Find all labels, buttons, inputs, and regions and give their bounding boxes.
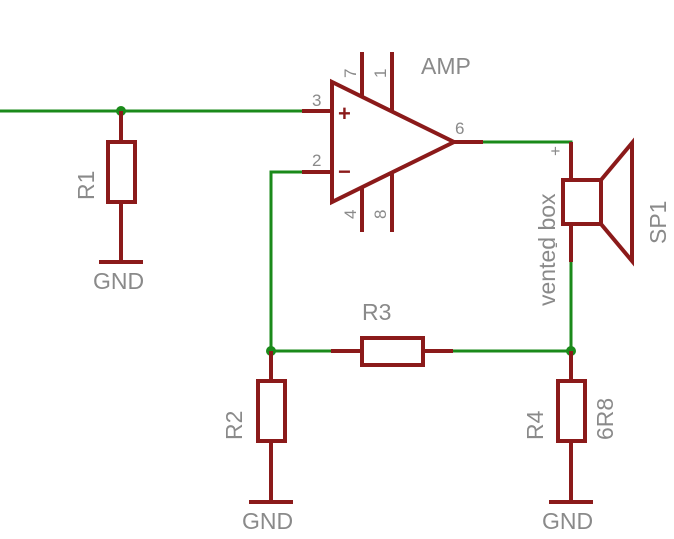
pin-label-2: 2 [312,151,321,170]
r1-name: R1 [73,171,99,200]
resistor-r2: R2 [221,351,287,502]
speaker-name: SP1 [645,201,671,244]
op-amp-plus-sign: + [338,101,351,126]
r2-body [256,379,287,443]
ground-r2: GND [242,500,293,534]
speaker-minus-sign: - [546,242,565,248]
r4-value: 6R8 [592,398,618,440]
op-amp-name: AMP [421,53,471,79]
r3-body [360,336,425,367]
pin-label-8: 8 [371,210,390,219]
ground-label: GND [93,268,144,294]
pin-label-7: 7 [341,69,360,78]
resistor-r1: R1 [73,111,137,262]
feedback-wire [269,170,302,351]
speaker-cone [599,137,634,267]
r3-name: R3 [362,299,391,325]
r1-body [106,140,137,204]
pin-label-6: 6 [455,119,464,138]
ground-r4: GND [542,500,593,534]
pin-label-3: 3 [312,91,321,110]
wires [0,109,573,380]
r4-name: R4 [522,410,548,440]
speaker-sp1: SP1 vented box + - [534,137,671,306]
pin-label-4: 4 [341,210,360,219]
speaker-value: vented box [534,193,560,306]
ground-label: GND [542,508,593,534]
speaker-value-label: vented box + - [534,146,565,306]
op-amp: + − AMP 3 2 6 7 1 4 8 [302,52,483,232]
ground-label: GND [242,508,293,534]
pin-label-1: 1 [371,69,390,78]
speaker-magnet [561,178,603,226]
speaker-plus-sign: + [546,146,565,156]
op-amp-minus-sign: − [338,159,351,184]
ground-r1: GND [93,260,144,294]
resistor-r3: R3 [331,299,453,367]
r2-name: R2 [221,411,247,440]
r4-body [556,379,587,443]
resistor-r4: R4 6R8 [522,351,618,502]
